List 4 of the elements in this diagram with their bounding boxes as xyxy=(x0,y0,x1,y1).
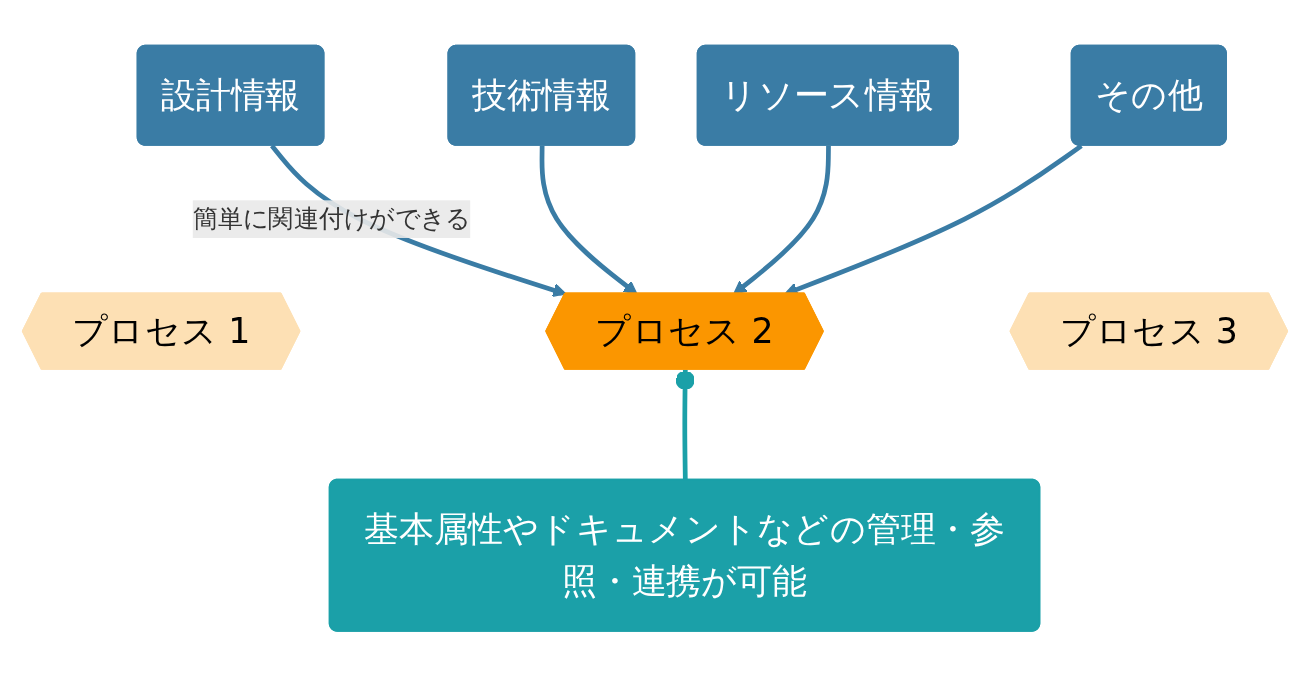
arrow xyxy=(733,145,831,295)
connector xyxy=(675,369,695,481)
edge-label: 簡単に関連付けができる xyxy=(192,203,471,234)
arrow xyxy=(539,145,638,295)
